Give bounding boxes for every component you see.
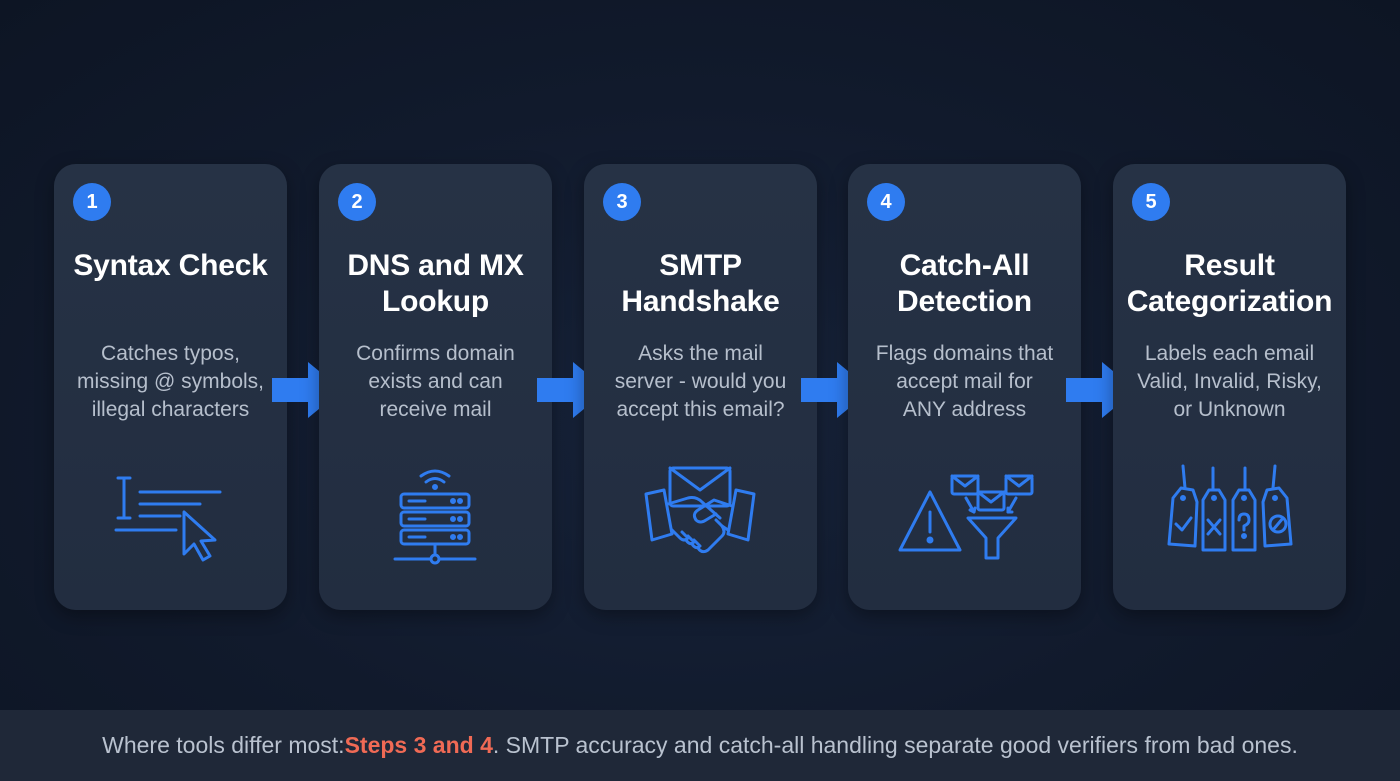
step-number-badge: 4 [867, 183, 905, 221]
step-description: Confirms domain exists and can receive m… [356, 342, 515, 421]
server-wifi-icon [365, 464, 505, 574]
step-title: Catch-All Detection [897, 249, 1032, 318]
footer-highlight: Steps 3 and 4 [344, 732, 493, 758]
step-number-badge: 5 [1132, 183, 1170, 221]
envelope-handshake-icon [630, 464, 770, 574]
step-description: Labels each email Valid, Invalid, Risky,… [1137, 342, 1322, 421]
step-card-result-categorization: 5 Result Categorization Labels each emai… [1113, 164, 1346, 610]
step-title: DNS and MX Lookup [347, 249, 524, 318]
warning-funnel-envelopes-icon [894, 464, 1034, 574]
step-card-dns-mx-lookup: 2 DNS and MX Lookup Confirms domain exis… [319, 164, 552, 610]
footer-note: Where tools differ most: Steps 3 and 4. … [0, 710, 1400, 781]
footer-suffix: . SMTP accuracy and catch-all handling s… [492, 732, 1298, 758]
footer-prefix: Where tools differ most: [102, 732, 345, 758]
step-description: Catches typos, missing @ symbols, illega… [76, 342, 265, 421]
step-description: Asks the mail server - would you accept … [614, 342, 787, 421]
step-card-syntax-check: 1 Syntax Check Catches typos, missing @ … [54, 164, 287, 610]
step-title: Syntax Check [73, 249, 268, 282]
text-cursor-pointer-icon [100, 464, 240, 574]
status-tags-icon [1159, 464, 1299, 574]
step-card-smtp-handshake: 3 SMTP Handshake Asks the mail server - … [584, 164, 817, 610]
step-title: SMTP Handshake [621, 249, 780, 318]
step-title: Result Categorization [1126, 249, 1333, 318]
step-number-badge: 1 [73, 183, 111, 221]
step-card-catch-all-detection: 4 Catch-All Detection Flags domains that… [848, 164, 1081, 610]
step-description: Flags domains that accept mail for ANY a… [875, 342, 1054, 421]
step-number-badge: 2 [338, 183, 376, 221]
step-number-badge: 3 [603, 183, 641, 221]
